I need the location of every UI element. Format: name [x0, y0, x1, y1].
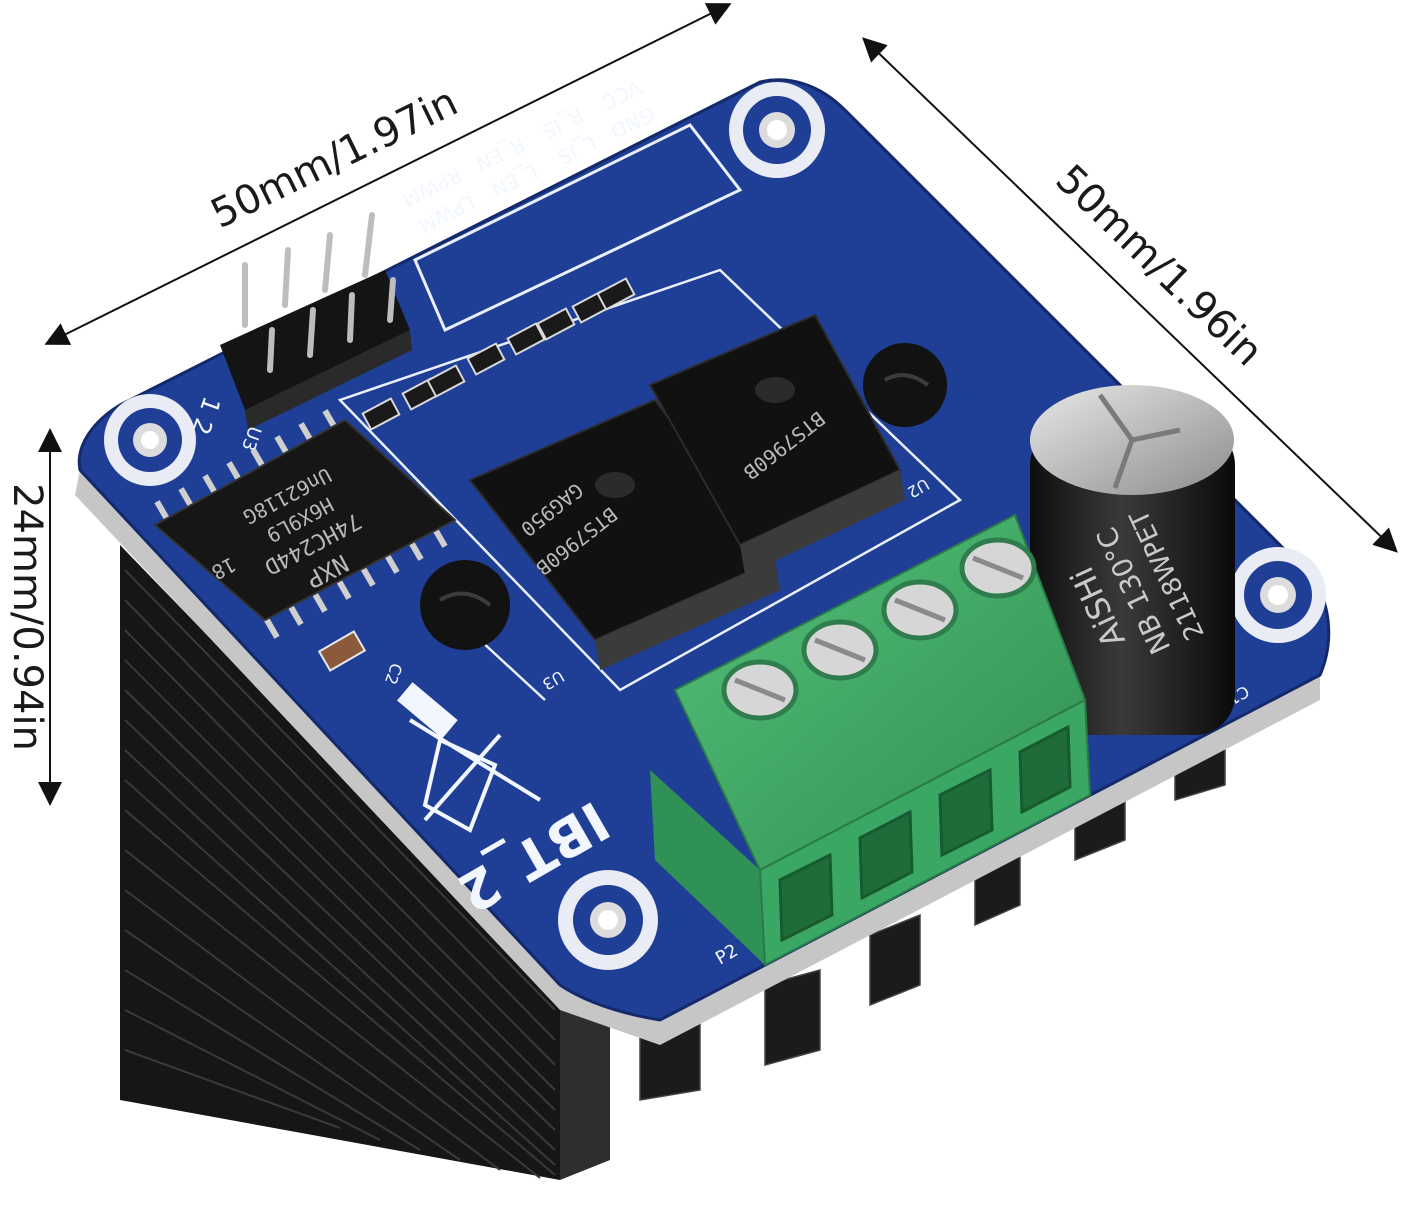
driver-chip-2: BTS7960B: [648, 313, 905, 575]
heatsink-fins: [124, 569, 556, 1179]
logic-ic: NXP 74HC244D H6X9L9 Un62118G 18: [153, 409, 457, 639]
height-dimension: 24mm/0.94in: [4, 428, 62, 806]
height-dimension-label: 24mm/0.94in: [4, 483, 50, 751]
terminal-wire-openings: [778, 724, 1072, 943]
mounting-hole-bottom: [558, 870, 658, 970]
terminal-screws: [721, 537, 1037, 721]
mounting-hole-left: [104, 394, 196, 486]
depth-dimension-label: 50mm/1.96in: [1047, 156, 1272, 375]
mounting-hole-top: [729, 82, 825, 178]
weee-bin-icon: [397, 682, 542, 833]
smd-resistors: [361, 277, 636, 431]
screw-center: [420, 560, 510, 650]
mounting-hole-right: [1230, 547, 1326, 643]
heatsink: [120, 545, 1226, 1180]
electrolytic-capacitor: AiSHi NB 130°C 2118WPET: [1030, 385, 1235, 735]
screw-terminal-block: [650, 513, 1092, 967]
screw-top-right: [863, 343, 947, 427]
